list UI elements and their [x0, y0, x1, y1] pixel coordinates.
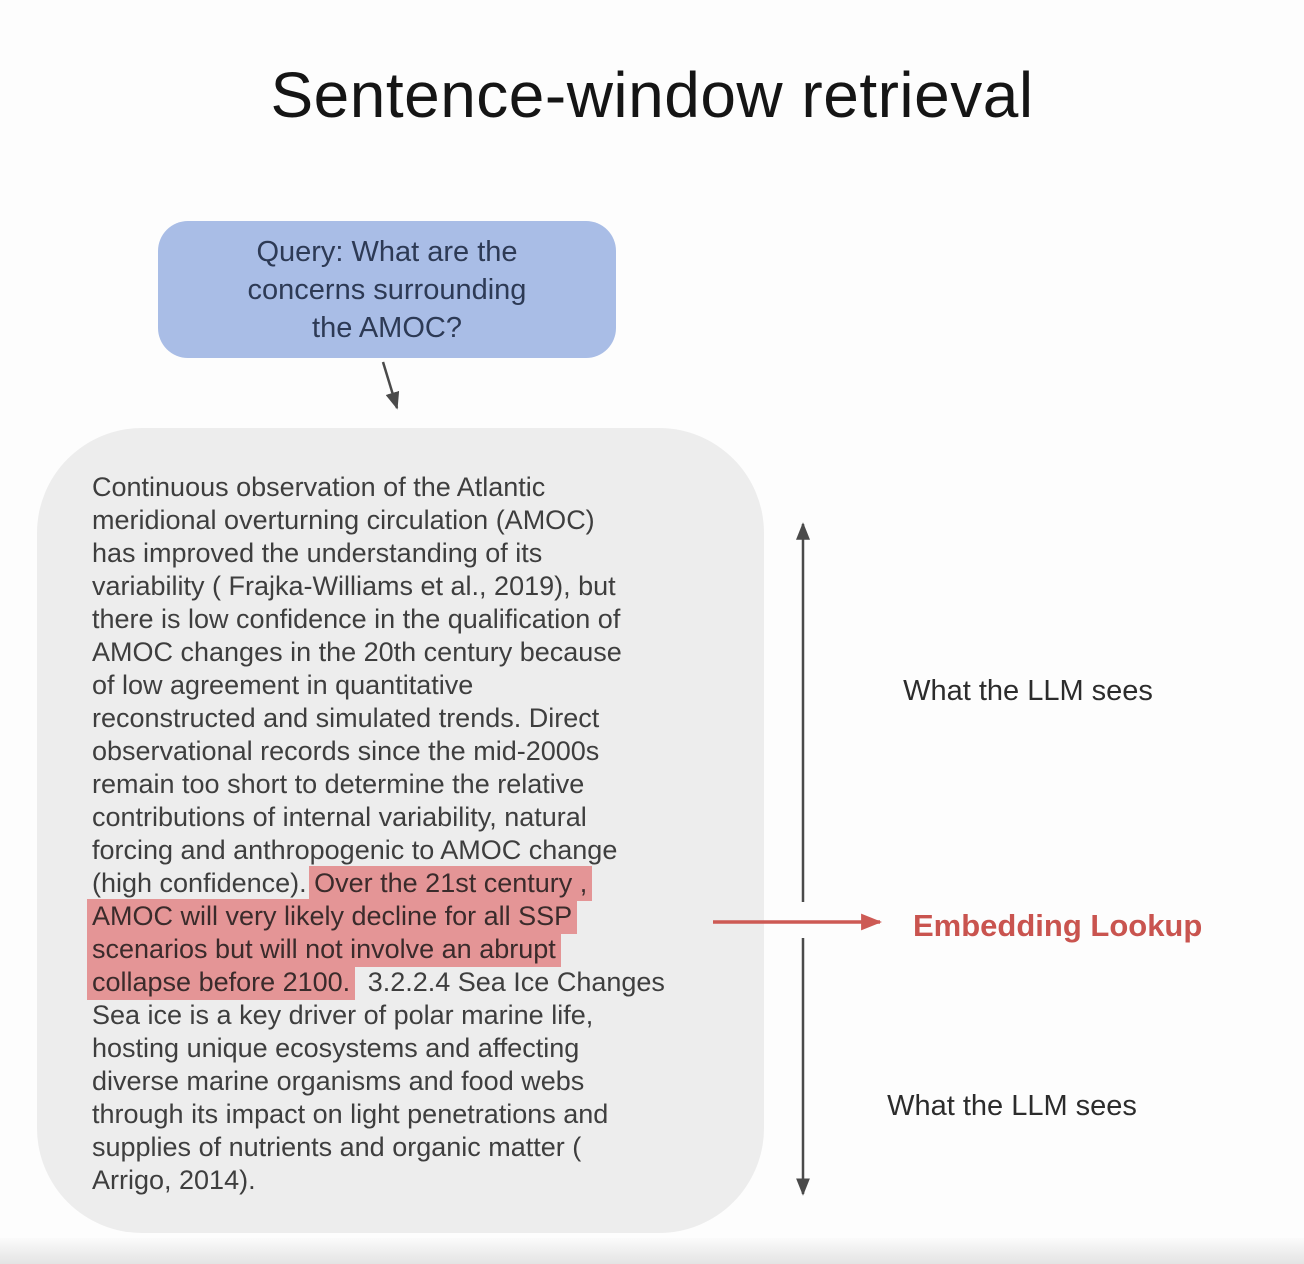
- highlighted-sentence-segment: Over the 21st century ,: [309, 866, 593, 901]
- passage-line: through its impact on light penetrations…: [92, 1098, 752, 1131]
- query-bubble: Query: What are the concerns surrounding…: [158, 221, 616, 358]
- query-text-line: Query: What are the: [256, 235, 518, 268]
- passage-segment: of low agreement in quantitative: [92, 670, 474, 700]
- passage-line: contributions of internal variability, n…: [92, 801, 752, 834]
- llm-sees-label-bottom: What the LLM sees: [887, 1090, 1137, 1122]
- passage-segment: observational records since the mid-2000…: [92, 736, 600, 766]
- passage-segment: remain too short to determine the relati…: [92, 769, 585, 799]
- passage-line: AMOC will very likely decline for all SS…: [87, 899, 752, 934]
- query-text-line: concerns surrounding: [247, 273, 527, 306]
- passage-line: forcing and anthropogenic to AMOC change: [92, 834, 752, 867]
- passage-segment: hosting unique ecosystems and affecting: [92, 1033, 580, 1063]
- passage-line: AMOC changes in the 20th century because: [92, 636, 752, 669]
- passage-line: hosting unique ecosystems and affecting: [92, 1032, 752, 1065]
- passage-segment: contributions of internal variability, n…: [92, 802, 587, 832]
- passage-segment: diverse marine organisms and food webs: [92, 1066, 585, 1096]
- passage-line: reconstructed and simulated trends. Dire…: [92, 702, 752, 735]
- passage-segment: Sea ice is a key driver of polar marine …: [92, 1000, 594, 1030]
- passage-line: Sea ice is a key driver of polar marine …: [92, 999, 752, 1032]
- llm-sees-label-top: What the LLM sees: [903, 675, 1153, 707]
- passage-line: Arrigo, 2014).: [92, 1164, 752, 1197]
- embedding-lookup-label: Embedding Lookup: [913, 908, 1203, 943]
- passage-line: of low agreement in quantitative: [92, 669, 752, 702]
- query-to-passage-arrow-icon: [381, 361, 400, 410]
- passage-segment: Continuous observation of the Atlantic: [92, 472, 546, 502]
- passage-segment: reconstructed and simulated trends. Dire…: [92, 703, 600, 733]
- passage-line: scenarios but will not involve an abrupt: [87, 932, 752, 967]
- page-title: Sentence-window retrieval: [270, 59, 1034, 131]
- passage-line: there is low confidence in the qualifica…: [92, 603, 752, 636]
- passage-line: diverse marine organisms and food webs: [92, 1065, 752, 1098]
- passage-segment: there is low confidence in the qualifica…: [92, 604, 621, 634]
- passage-segment: has improved the understanding of its: [92, 538, 543, 568]
- query-text-line: the AMOC?: [312, 311, 462, 344]
- passage-line: (high confidence). Over the 21st century…: [92, 866, 752, 901]
- passage-line: supplies of nutrients and organic matter…: [92, 1131, 752, 1164]
- passage-segment: (high confidence).: [92, 868, 315, 898]
- passage-line: has improved the understanding of its: [92, 537, 752, 570]
- passage-segment: through its impact on light penetrations…: [92, 1099, 609, 1129]
- highlighted-sentence-segment: AMOC will very likely decline for all SS…: [87, 899, 578, 934]
- passage-segment: variability ( Frajka-Williams et al., 20…: [92, 571, 616, 601]
- passage-segment: 3.2.2.4 Sea Ice Changes: [360, 967, 665, 997]
- passage-line: remain too short to determine the relati…: [92, 768, 752, 801]
- bottom-edge-strip: [0, 1238, 1304, 1264]
- passage-segment: Arrigo, 2014).: [92, 1165, 256, 1195]
- passage-line: observational records since the mid-2000…: [92, 735, 752, 768]
- passage-line: meridional overturning circulation (AMOC…: [92, 504, 752, 537]
- passage-segment: supplies of nutrients and organic matter…: [92, 1132, 582, 1162]
- passage-line: collapse before 2100. 3.2.2.4 Sea Ice Ch…: [87, 965, 752, 1000]
- passage-segment: AMOC changes in the 20th century because: [92, 637, 622, 667]
- passage-segment: forcing and anthropogenic to AMOC change: [92, 835, 618, 865]
- passage-line: Continuous observation of the Atlantic: [92, 471, 752, 504]
- passage-segment: meridional overturning circulation (AMOC…: [92, 505, 595, 535]
- passage-line: variability ( Frajka-Williams et al., 20…: [92, 570, 752, 603]
- highlighted-sentence-segment: collapse before 2100.: [87, 965, 356, 1000]
- retrieved-context-box: [37, 428, 764, 1233]
- highlighted-sentence-segment: scenarios but will not involve an abrupt: [87, 932, 561, 967]
